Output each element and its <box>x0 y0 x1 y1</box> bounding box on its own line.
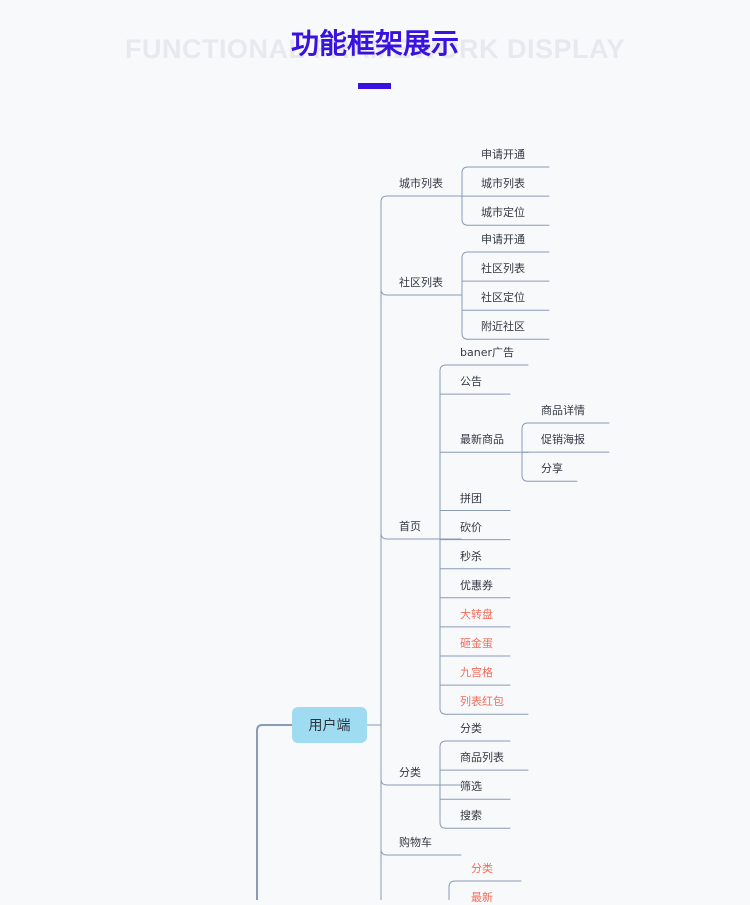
title-underline-bar <box>358 83 391 89</box>
subleaf-2-2: 分享 <box>541 462 563 476</box>
leaf-3-2: 筛选 <box>460 780 482 794</box>
connector-line <box>521 422 529 430</box>
leaf-5-1: 最新 <box>471 891 493 905</box>
leaf-3-3: 搜索 <box>460 809 482 823</box>
connector-line <box>380 288 388 296</box>
connector-line <box>380 778 388 786</box>
leaf-2-7: 大转盘 <box>460 607 493 621</box>
leaf-1-3: 附近社区 <box>481 320 525 334</box>
connector-line <box>461 251 469 259</box>
header-background-text: FUNCTIONAL FRAMEWORK DISPLAY <box>125 34 625 64</box>
leaf-2-3: 拼团 <box>460 491 482 505</box>
leaf-3-1: 商品列表 <box>460 751 504 765</box>
leaf-0-2: 城市定位 <box>481 206 525 220</box>
connector-line <box>380 195 388 203</box>
connector-line <box>380 848 388 856</box>
connector-line <box>448 880 456 888</box>
leaf-2-1: 公告 <box>460 375 482 389</box>
leaf-2-9: 九宫格 <box>460 666 493 680</box>
leaf-2-10: 列表红包 <box>460 695 504 709</box>
leaf-1-1: 社区列表 <box>481 262 525 276</box>
connector-line <box>256 724 293 900</box>
leaf-2-4: 砍价 <box>460 520 482 534</box>
connector-line <box>439 740 447 748</box>
leaf-1-2: 社区定位 <box>481 291 525 305</box>
connector-line <box>461 218 469 226</box>
connector-line <box>461 166 469 174</box>
leaf-5-0: 分类 <box>471 862 493 875</box>
connector-line <box>380 532 388 540</box>
page-title: 功能框架展示 <box>290 27 459 60</box>
leaf-0-0: 申请开通 <box>481 148 525 161</box>
leaf-1-0: 申请开通 <box>481 233 525 246</box>
branch-4: 购物车 <box>399 836 432 849</box>
leaf-2-5: 秒杀 <box>460 549 482 563</box>
leaf-2-2: 最新商品 <box>460 433 504 447</box>
leaf-2-0: baner广告 <box>460 346 514 359</box>
root-node: 用户端 <box>292 707 367 743</box>
connector-line <box>439 821 447 829</box>
connector-line <box>439 707 447 715</box>
leaf-0-1: 城市列表 <box>481 177 525 191</box>
connector-line <box>461 332 469 340</box>
branch-3: 分类 <box>399 766 421 779</box>
connector-line <box>521 474 529 482</box>
subleaf-2-0: 商品详情 <box>541 404 585 417</box>
connector-line <box>439 364 447 372</box>
branch-2: 首页 <box>399 520 421 533</box>
subleaf-2-1: 促销海报 <box>541 433 585 447</box>
leaf-2-6: 优惠券 <box>460 578 493 592</box>
branch-1: 社区列表 <box>399 276 443 289</box>
leaf-3-0: 分类 <box>460 722 482 735</box>
branch-0: 城市列表 <box>399 177 443 190</box>
leaf-2-8: 砸金蛋 <box>460 637 493 650</box>
